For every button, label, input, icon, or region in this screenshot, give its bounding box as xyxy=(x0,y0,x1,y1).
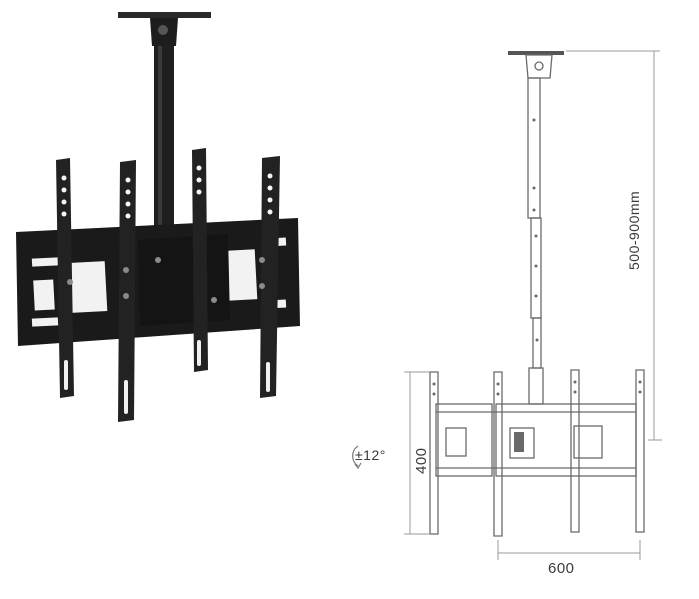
drawing-ceiling-plate xyxy=(508,51,564,55)
drawing-arm-holes xyxy=(432,380,642,396)
arm-holes xyxy=(61,165,273,219)
tilt-arrow-icon xyxy=(352,445,359,467)
vertical-arms xyxy=(56,148,280,422)
drawing-pole-middle xyxy=(530,217,542,319)
extension-pole xyxy=(154,46,174,226)
height-range-label: 500-900mm xyxy=(626,190,642,270)
product-photo xyxy=(16,12,300,422)
drawing-pole-upper xyxy=(527,77,541,219)
center-plate xyxy=(138,234,230,326)
vesa-height-label: 400 xyxy=(413,447,430,474)
drawing-pole-joint xyxy=(528,367,544,405)
drawing-bolt xyxy=(534,61,544,71)
arm-slots xyxy=(64,340,270,414)
drawing-slots xyxy=(445,425,603,459)
technical-drawing xyxy=(429,51,645,537)
frame-bolts xyxy=(67,257,265,303)
ceiling-plate xyxy=(118,12,211,18)
drawing-arms xyxy=(429,369,645,537)
vesa-width-label: 600 xyxy=(548,560,575,577)
pole-dots xyxy=(532,118,539,342)
tilt-label: ±12° xyxy=(355,447,386,463)
tilt-arrowhead-icon xyxy=(354,462,362,470)
drawing-frame-left xyxy=(435,403,493,477)
drawing-bracket xyxy=(525,54,553,79)
ceiling-bolt xyxy=(158,25,168,35)
drawing-pole-lower xyxy=(532,317,542,369)
pole-highlight xyxy=(158,46,162,226)
dimension-lines xyxy=(404,50,662,560)
